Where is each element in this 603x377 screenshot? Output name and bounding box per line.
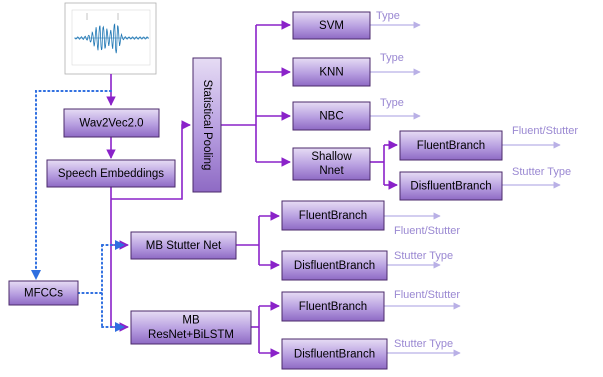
svg-text:KNN: KNN	[319, 67, 343, 79]
svg-text:Speech Embeddings: Speech Embeddings	[58, 168, 164, 180]
speech-embeddings-node: Speech Embeddings	[46, 159, 176, 188]
wav2vec-node: Wav2Vec2.0	[63, 108, 160, 138]
statistical-pooling-node: Statistical Pooling	[192, 57, 222, 193]
mb-stutter-disfluent-branch-node: DisfluentBranch	[281, 250, 388, 281]
mb-resnet-disfluent-branch-node: DisfluentBranch	[281, 338, 388, 370]
svg-text:Nnet: Nnet	[319, 165, 344, 177]
mb-resnet-fluent-branch-node: FluentBranch	[281, 291, 385, 322]
output-arrows	[370, 21, 561, 357]
mb-resnet-disfluent-output-label: Stutter Type	[394, 338, 453, 350]
mb-resnet-bilstm-node: MB ResNet+BiLSTM	[130, 310, 252, 345]
shallow-fluent-output-label: Fluent/Stutter	[512, 125, 578, 137]
nbc-output-label: Type	[380, 97, 404, 109]
nbc-node: NBC	[292, 101, 371, 131]
knn-output-label: Type	[380, 52, 404, 64]
svg-text:MFCCs: MFCCs	[24, 288, 63, 300]
mb-resnet-fluent-output-label: Fluent/Stutter	[394, 289, 460, 301]
svg-text:FluentBranch: FluentBranch	[299, 210, 367, 222]
svg-text:DisfluentBranch: DisfluentBranch	[294, 349, 375, 361]
svg-text:Shallow: Shallow	[311, 151, 352, 163]
mfccs-node: MFCCs	[8, 280, 79, 306]
svg-text:Statistical Pooling: Statistical Pooling	[201, 80, 213, 171]
svg-text:ResNet+BiLSTM: ResNet+BiLSTM	[148, 329, 234, 341]
shallow-disfluent-branch-node: DisfluentBranch	[399, 171, 503, 201]
svg-text:DisfluentBranch: DisfluentBranch	[410, 181, 491, 193]
waveform-icon	[64, 2, 157, 75]
svg-text:FluentBranch: FluentBranch	[299, 301, 367, 313]
mfcc-links	[31, 90, 125, 332]
svg-text:Wav2Vec2.0: Wav2Vec2.0	[79, 118, 143, 130]
shallow-fluent-branch-node: FluentBranch	[399, 130, 503, 161]
mb-stutter-fluent-output-label: Fluent/Stutter	[394, 225, 460, 237]
svg-text:MB Stutter Net: MB Stutter Net	[146, 240, 222, 252]
svm-node: SVM	[292, 11, 371, 40]
knn-node: KNN	[292, 57, 371, 87]
svg-text:MB: MB	[182, 315, 200, 327]
svg-text:DisfluentBranch: DisfluentBranch	[294, 260, 375, 272]
mb-stutter-fluent-branch-node: FluentBranch	[281, 200, 385, 231]
svg-text:SVM: SVM	[319, 20, 344, 32]
shallow-disfluent-output-label: Stutter Type	[512, 166, 571, 178]
mb-stutter-disfluent-output-label: Stutter Type	[394, 250, 453, 262]
svm-output-label: Type	[376, 10, 400, 22]
svg-text:NBC: NBC	[319, 111, 343, 123]
svg-text:FluentBranch: FluentBranch	[417, 140, 485, 152]
shallow-nnet-node: Shallow Nnet	[292, 147, 371, 181]
mb-stutter-net-node: MB Stutter Net	[130, 231, 237, 260]
